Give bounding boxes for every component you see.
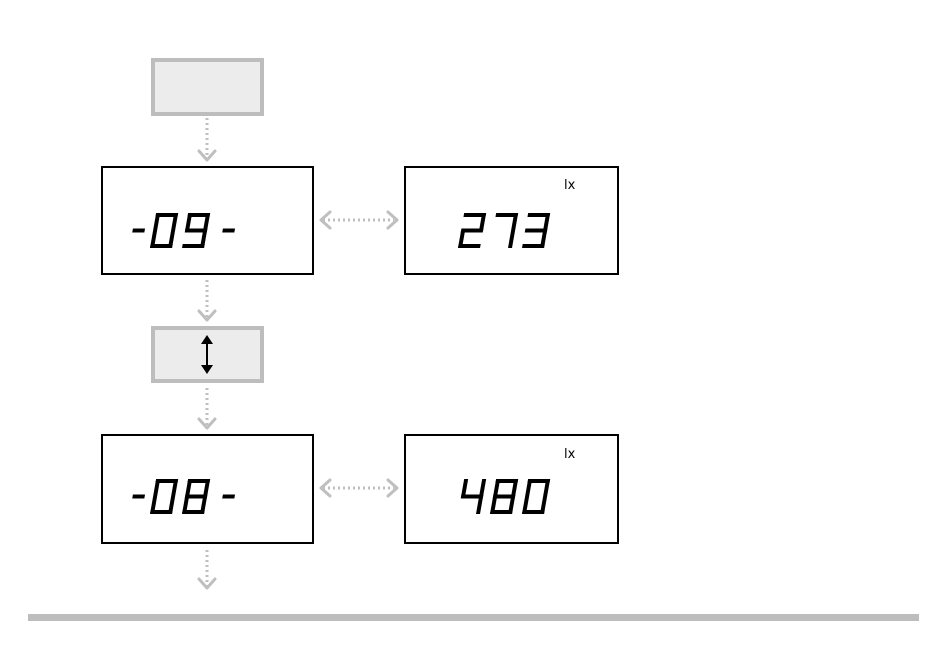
unit-label: lx: [564, 178, 576, 193]
reading-display-273: [405, 167, 618, 274]
flow-arrow-bidirectional-1: [321, 212, 397, 228]
lcd-digit: [222, 495, 235, 499]
flow-arrow-down-1: [199, 118, 215, 160]
blank-button[interactable]: [153, 60, 262, 114]
flow-arrow-down-2: [199, 280, 215, 320]
flow-arrow-down-4: [199, 550, 215, 588]
flow-arrow-down-3: [199, 388, 215, 428]
lcd-digit: [132, 229, 145, 233]
lcd-digit: [132, 495, 145, 499]
unit-label: lx: [564, 447, 576, 462]
flow-arrow-bidirectional-2: [321, 480, 397, 496]
lcd-digit: [222, 229, 235, 233]
reading-display-480: [405, 435, 618, 543]
section-divider: [28, 614, 919, 621]
